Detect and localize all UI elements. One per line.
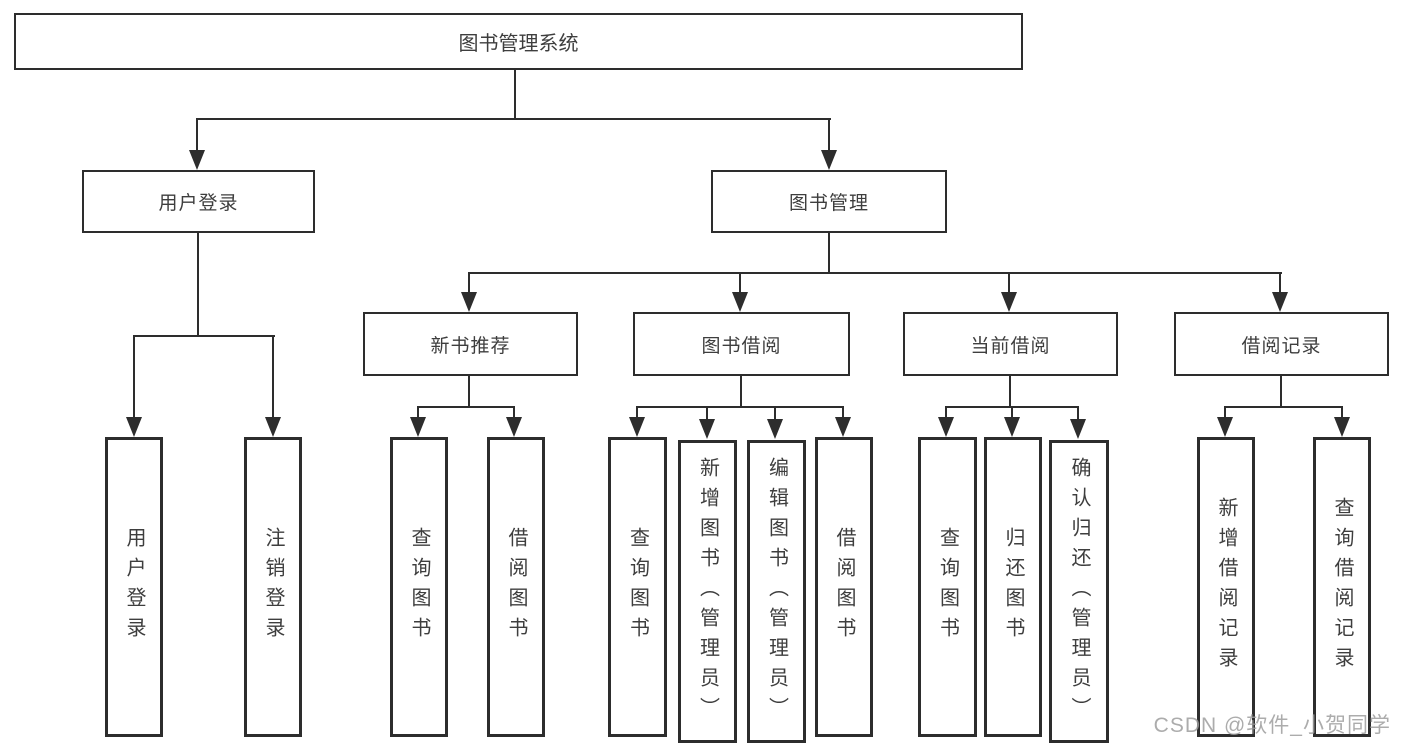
leaf-add-borrow-record-label: 新增借阅记录: [1215, 497, 1237, 677]
leaf-borrow-books-recommend: 借阅图书: [487, 437, 545, 737]
connector-leaf-stub: [1011, 406, 1013, 419]
node-borrow-records-label: 借阅记录: [1241, 335, 1322, 357]
arrow-down-icon: [732, 292, 748, 312]
node-root-label: 图书管理系统: [458, 33, 579, 55]
arrow-down-icon: [835, 417, 851, 437]
node-book-management: 图书管理: [711, 170, 947, 233]
leaf-return-books: 归还图书: [984, 437, 1042, 737]
connector-new-book-down: [468, 376, 470, 407]
arrow-down-icon: [265, 417, 281, 437]
leaf-user-login-label: 用户登录: [123, 527, 145, 647]
node-user-login: 用户登录: [82, 170, 315, 233]
arrow-down-icon: [189, 150, 205, 170]
connector-leaf-stub: [1224, 406, 1226, 419]
connector-borrow-records-down: [1280, 376, 1282, 407]
node-root: 图书管理系统: [14, 13, 1023, 70]
arrow-down-icon: [767, 419, 783, 439]
leaf-query-books-current-label: 查询图书: [936, 527, 959, 647]
node-borrow-records: 借阅记录: [1174, 312, 1389, 376]
arrow-down-icon: [1004, 417, 1020, 437]
connector-book-management-stub: [828, 118, 830, 152]
connector-user-login-bar: [133, 335, 275, 337]
connector-book-management-down: [828, 232, 830, 273]
leaf-edit-books-admin-label: 编辑图书（管理员）: [765, 456, 788, 727]
leaf-borrow-books: 借阅图书: [815, 437, 873, 737]
leaf-add-books-admin: 新增图书（管理员）: [678, 440, 737, 743]
connector-new-book-bar: [417, 406, 515, 408]
leaf-borrow-books-recommend-label: 借阅图书: [505, 527, 527, 647]
node-current-borrow: 当前借阅: [903, 312, 1118, 376]
connector-book-borrow-down: [740, 376, 742, 407]
connector-leaf-stub: [272, 335, 274, 419]
connector-leaf-stub: [945, 406, 947, 419]
connector-book-borrow-bar: [636, 406, 844, 408]
leaf-query-borrow-record: 查询借阅记录: [1313, 437, 1371, 737]
arrow-down-icon: [410, 417, 426, 437]
connector-root-bar: [196, 118, 831, 120]
leaf-query-books-current: 查询图书: [918, 437, 977, 737]
csdn-watermark: CSDN @软件_小贺同学: [1153, 714, 1391, 737]
connector-leaf-stub: [417, 406, 419, 419]
node-new-book-recommend: 新书推荐: [363, 312, 578, 376]
leaf-add-borrow-record: 新增借阅记录: [1197, 437, 1255, 737]
connector-level3-stub: [739, 272, 741, 294]
arrow-down-icon: [1334, 417, 1350, 437]
connector-level3-stub: [1279, 272, 1281, 294]
connector-leaf-stub: [706, 406, 708, 419]
leaf-query-books-recommend: 查询图书: [390, 437, 448, 737]
leaf-borrow-books-label: 借阅图书: [833, 527, 855, 647]
connector-level3-stub: [1008, 272, 1010, 294]
arrow-down-icon: [461, 292, 477, 312]
connector-leaf-stub: [513, 406, 515, 419]
connector-root-stub: [514, 69, 516, 119]
arrow-down-icon: [629, 417, 645, 437]
connector-leaf-stub: [133, 335, 135, 419]
connector-borrow-records-bar: [1224, 406, 1343, 408]
leaf-query-books-borrow-label: 查询图书: [626, 527, 649, 647]
arrow-down-icon: [1217, 417, 1233, 437]
arrow-down-icon: [938, 417, 954, 437]
leaf-logout-label: 注销登录: [262, 527, 284, 647]
node-book-borrow: 图书借阅: [633, 312, 850, 376]
arrow-down-icon: [1070, 419, 1086, 439]
node-current-borrow-label: 当前借阅: [970, 335, 1051, 357]
connector-current-borrow-down: [1009, 376, 1011, 407]
leaf-edit-books-admin: 编辑图书（管理员）: [747, 440, 806, 743]
leaf-confirm-return-admin-label: 确认归还（管理员）: [1068, 456, 1090, 727]
connector-user-login-down: [197, 232, 199, 336]
arrow-down-icon: [1272, 292, 1288, 312]
arrow-down-icon: [699, 419, 715, 439]
arrow-down-icon: [506, 417, 522, 437]
leaf-query-books-recommend-label: 查询图书: [408, 527, 430, 647]
leaf-logout: 注销登录: [244, 437, 302, 737]
leaf-user-login: 用户登录: [105, 437, 163, 737]
leaf-confirm-return-admin: 确认归还（管理员）: [1049, 440, 1109, 743]
leaf-add-books-admin-label: 新增图书（管理员）: [696, 456, 719, 727]
node-user-login-label: 用户登录: [158, 193, 239, 214]
arrow-down-icon: [1001, 292, 1017, 312]
connector-leaf-stub: [1341, 406, 1343, 419]
connector-leaf-stub: [636, 406, 638, 419]
connector-leaf-stub: [1077, 406, 1079, 419]
arrow-down-icon: [821, 150, 837, 170]
connector-book-management-bar: [468, 272, 1282, 274]
leaf-query-books-borrow: 查询图书: [608, 437, 667, 737]
arrow-down-icon: [126, 417, 142, 437]
node-new-book-recommend-label: 新书推荐: [430, 335, 511, 357]
connector-leaf-stub: [842, 406, 844, 419]
node-book-borrow-label: 图书借阅: [701, 335, 782, 357]
connector-user-login-stub: [196, 118, 198, 152]
connector-level3-stub: [468, 272, 470, 294]
leaf-return-books-label: 归还图书: [1002, 527, 1024, 647]
node-book-management-label: 图书管理: [788, 193, 869, 214]
connector-leaf-stub: [774, 406, 776, 419]
leaf-query-borrow-record-label: 查询借阅记录: [1331, 497, 1353, 677]
